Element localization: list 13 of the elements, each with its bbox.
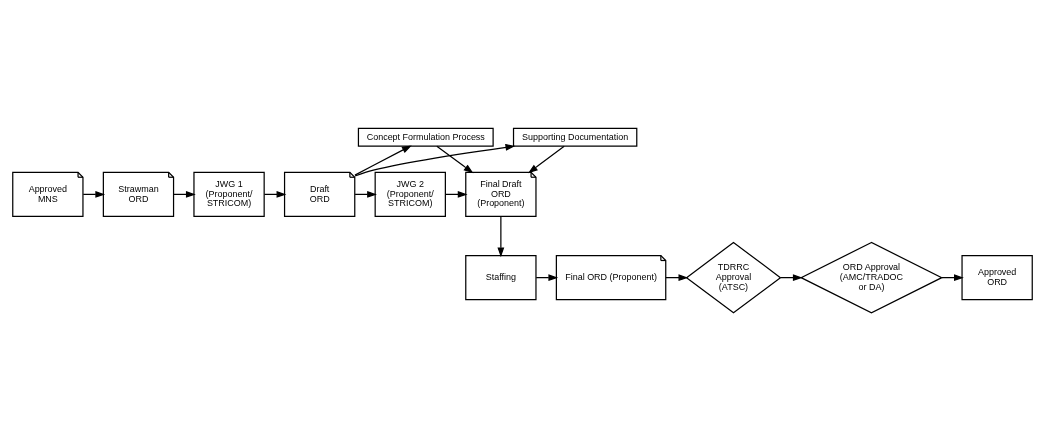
arrow — [497, 215, 505, 257]
node-diamond: TDRRC Approval (ATSC) — [685, 241, 782, 313]
node-box: Staffing — [465, 254, 537, 300]
arrow — [354, 143, 516, 177]
node-box: Supporting Documentation — [512, 127, 638, 147]
node-box: JWG 1 (Proponent/ STRICOM) — [193, 171, 265, 217]
arrow — [528, 145, 565, 173]
node-box: Approved ORD — [961, 254, 1033, 300]
arrow — [436, 145, 474, 173]
node-diamond: ORD Approval (AMC/TRADOC or DA) — [799, 241, 944, 313]
node-box: Concept Formulation Process — [357, 127, 494, 147]
arrow — [354, 144, 412, 176]
node-box: JWG 2 (Proponent/ STRICOM) — [374, 171, 446, 217]
